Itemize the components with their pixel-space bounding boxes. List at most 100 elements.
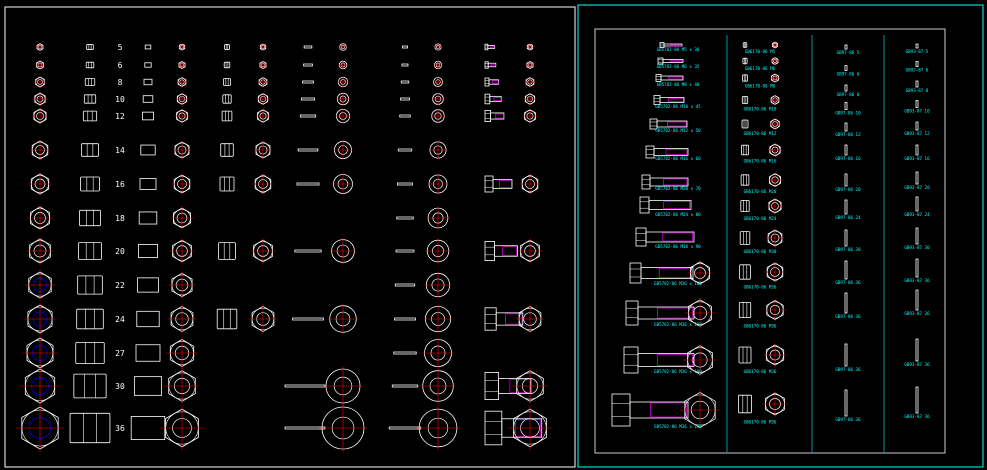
nut-caption: GB6170-86 M12 (744, 131, 777, 136)
row-5-spring-washer-side (401, 45, 409, 49)
nut-entry-7 (740, 197, 784, 215)
row-size-label: 8 (118, 78, 123, 87)
row-size-label: 22 (115, 281, 125, 290)
row-20-nut-side-body (78, 242, 102, 260)
row-5-washer-side (303, 45, 313, 49)
washer-caption: GB97-86 36 (835, 367, 861, 372)
spring-washer-entry-6 (915, 171, 919, 185)
row-22-spring-washer-side (394, 283, 416, 287)
row-24-washer-side (292, 317, 324, 321)
catalog-bolt-3-thread (668, 98, 684, 102)
catalog-bolt-8-thread (662, 232, 693, 242)
catalog-spring-washer-4 (915, 121, 919, 131)
catalog-bolt-4-shank (656, 120, 688, 128)
bolt-entry-1 (657, 57, 684, 65)
row-24-nut-side-body (76, 308, 104, 330)
catalog-washer-5 (844, 144, 848, 156)
nut-entry-10 (738, 299, 786, 321)
catalog-bolt-2-thread (668, 76, 683, 80)
spring-washer-caption: GB93-87 36 (904, 362, 930, 367)
catalog-washer-4 (844, 122, 848, 132)
nut-entry-5 (741, 143, 782, 157)
row-10-washer-side (300, 97, 315, 101)
washer-caption: GB97-86 24 (835, 215, 861, 220)
washer-caption: GB97-86 30 (835, 247, 861, 252)
row-12-spring-washer-side (399, 114, 411, 118)
nut-entry-0 (742, 41, 779, 49)
washer-entry-0 (844, 44, 848, 50)
spring-washer-caption: GB93-87 20 (904, 185, 930, 190)
catalog-nut-side-9-body (739, 264, 751, 280)
catalog-bolt-6-thread (662, 178, 688, 186)
row-27-thin-nut-side (135, 344, 161, 362)
catalog-washer-11 (844, 343, 848, 367)
nut-caption: GB6170-86 M36 (744, 285, 777, 290)
spring-washer-entry-2 (915, 80, 919, 88)
bolt-entry-7 (639, 196, 692, 214)
row-22-thin-nut-side (137, 277, 159, 293)
washer-caption: GB97-86 5 (837, 50, 860, 55)
spring-washer-caption: GB93-87 8 (906, 88, 929, 93)
spring-washer-caption: GB93-87 12 (904, 131, 930, 136)
left-row-14: 14 (29, 139, 448, 161)
washer-entry-1 (844, 65, 848, 71)
washer-caption: GB97-86 8 (837, 92, 860, 97)
left-row-12: 12 (31, 107, 538, 125)
catalog-nut-side-11-body (738, 346, 752, 364)
nut-caption: GB6170-86 M16 (744, 158, 777, 163)
row-14-spring-washer-side (397, 148, 413, 152)
washer-entry-2 (844, 84, 848, 92)
row-30-spring-washer-side (391, 384, 419, 388)
nut-caption: GB6170-86 M6 (745, 66, 776, 71)
nut-caption: GB6170-86 M36 (744, 369, 777, 374)
spring-washer-entry-9 (915, 258, 919, 278)
row-5-bolt-side-thread (489, 46, 495, 48)
catalog-spring-washer-3 (915, 100, 919, 108)
row-12-washer-side (299, 114, 317, 118)
washer-caption: GB97-86 12 (835, 132, 861, 137)
spring-washer-caption: GB93-87 36 (904, 414, 930, 419)
washer-caption: GB97-86 20 (835, 187, 861, 192)
row-14-nut-side-body (81, 143, 99, 157)
catalog-nut-side-3-body (741, 96, 749, 105)
spring-washer-caption: GB93-87 24 (904, 212, 930, 217)
catalog-bolt-7-shank (648, 200, 692, 210)
row-30-nut-side-body (73, 373, 107, 399)
left-row-22: 22 (25, 270, 452, 300)
row-20-thin-nut-side (137, 243, 158, 258)
washer-caption: GB97-86 36 (835, 280, 861, 285)
row-size-label: 24 (115, 315, 125, 324)
washer-entry-6 (844, 173, 848, 187)
catalog-bolt-8-shank (645, 231, 695, 243)
row-10-nut-side-body (83, 94, 97, 104)
row-24-slotted-nut-side-body (216, 308, 238, 330)
left-sheet-border (4, 6, 576, 468)
catalog-spring-washer-5 (915, 144, 919, 156)
nut-entry-11 (738, 343, 787, 367)
row-12-bolt-side-thread (494, 113, 504, 119)
row-12-nut-side-body (82, 110, 98, 122)
row-20-bolt-side-thread (502, 246, 518, 256)
nut-caption: GB6170-86 M36 (744, 419, 777, 424)
spring-washer-entry-10 (915, 289, 919, 311)
nut-entry-8 (739, 228, 785, 248)
bolt-caption: GB5782-86 M20 x 70 (655, 186, 701, 191)
catalog-spring-washer-6 (915, 171, 919, 185)
right-sheet-border (577, 4, 984, 468)
nut-caption: GB6170-86 M10 (744, 106, 777, 111)
left-row-16: 16 (28, 172, 541, 196)
nut-entry-4 (741, 118, 781, 130)
row-10-bolt-side-shank (489, 95, 502, 103)
catalog-bolt-5-shank (653, 148, 689, 156)
catalog-nut-side-10-body (738, 301, 752, 318)
row-8-bolt-side-thread (492, 80, 499, 84)
catalog-bolt-7-thread (663, 201, 691, 209)
nut-entry-2 (742, 73, 780, 83)
spring-washer-entry-1 (915, 61, 919, 67)
row-5-nut-side-body (86, 44, 94, 50)
catalog-nut-side-5-body (741, 144, 750, 156)
spring-washer-caption: GB93-87 16 (904, 156, 930, 161)
spring-washer-caption: GB93-87 10 (904, 109, 930, 114)
